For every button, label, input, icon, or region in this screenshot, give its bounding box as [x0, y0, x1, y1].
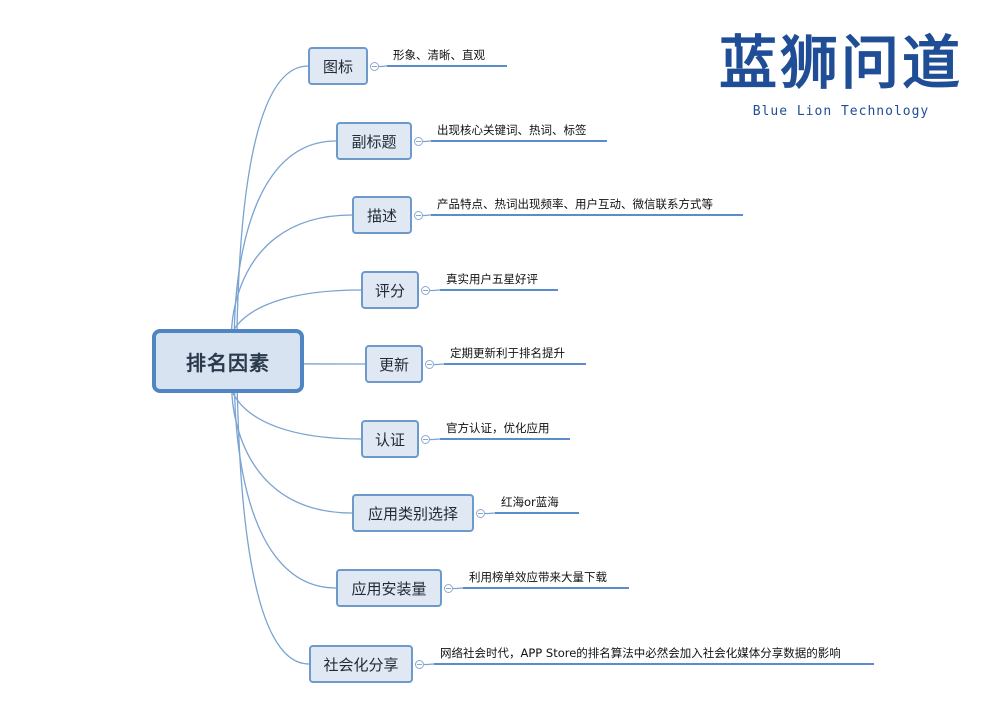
branch-label: 更新 — [378, 355, 409, 374]
root-topic[interactable]: 排名因素 — [152, 329, 304, 393]
collapse-toggle-icon[interactable] — [421, 435, 430, 444]
leaf-note[interactable]: 红海or蓝海 — [495, 494, 579, 514]
branch-node-rating[interactable]: 评分 — [361, 271, 419, 309]
leaf-note[interactable]: 形象、清晰、直观 — [387, 47, 507, 67]
branch-label: 社会化分享 — [323, 655, 399, 674]
leaf-connector — [429, 289, 441, 292]
leaf-note[interactable]: 真实用户五星好评 — [440, 271, 558, 291]
root-connector — [233, 140, 337, 362]
collapse-toggle-icon[interactable] — [421, 286, 430, 295]
leaf-note[interactable]: 定期更新利于排名提升 — [444, 345, 586, 365]
leaf-connector — [433, 363, 445, 366]
leaf-connector — [423, 663, 435, 666]
root-topic-label: 排名因素 — [186, 350, 270, 375]
branch-node-social-share[interactable]: 社会化分享 — [309, 645, 413, 683]
branch-label: 应用类别选择 — [367, 504, 458, 523]
leaf-note[interactable]: 官方认证，优化应用 — [440, 420, 570, 440]
branch-node-category[interactable]: 应用类别选择 — [352, 494, 474, 532]
logo-english-text: Blue Lion Technology — [752, 104, 930, 119]
collapse-toggle-icon[interactable] — [370, 62, 379, 71]
leaf-note[interactable]: 出现核心关键词、热词、标签 — [431, 122, 607, 142]
leaf-connector — [452, 587, 464, 590]
branch-label: 副标题 — [351, 132, 397, 151]
collapse-toggle-icon[interactable] — [415, 660, 424, 669]
leaf-note[interactable]: 利用榜单效应带来大量下载 — [463, 569, 629, 589]
branch-node-installs[interactable]: 应用安装量 — [336, 569, 442, 607]
branch-node-icon[interactable]: 图标 — [308, 47, 368, 85]
brand-logo: 蓝狮问道 Blue Lion Technology — [706, 28, 976, 132]
leaf-connector — [429, 438, 441, 441]
collapse-toggle-icon[interactable] — [414, 137, 423, 146]
collapse-toggle-icon[interactable] — [444, 584, 453, 593]
collapse-toggle-icon[interactable] — [425, 360, 434, 369]
branch-node-certification[interactable]: 认证 — [361, 420, 419, 458]
leaf-connector — [484, 512, 496, 515]
branch-label: 描述 — [366, 206, 397, 225]
leaf-note[interactable]: 网络社会时代，APP Store的排名算法中必然会加入社会化媒体分享数据的影响 — [434, 645, 874, 665]
branch-node-update[interactable]: 更新 — [365, 345, 423, 383]
branch-node-description[interactable]: 描述 — [352, 196, 412, 234]
branch-node-subtitle[interactable]: 副标题 — [336, 122, 412, 160]
branch-label: 评分 — [374, 281, 405, 300]
logo-chinese-text: 蓝狮问道 — [718, 29, 963, 97]
leaf-connector — [422, 140, 432, 143]
leaf-connector — [378, 65, 388, 68]
collapse-toggle-icon[interactable] — [414, 211, 423, 220]
branch-label: 图标 — [322, 57, 353, 76]
leaf-connector — [422, 214, 432, 217]
branch-label: 认证 — [374, 430, 405, 449]
root-connector — [234, 360, 310, 665]
leaf-note[interactable]: 产品特点、热词出现频率、用户互动、微信联系方式等 — [431, 196, 743, 216]
collapse-toggle-icon[interactable] — [476, 509, 485, 518]
branch-label: 应用安装量 — [351, 579, 427, 598]
